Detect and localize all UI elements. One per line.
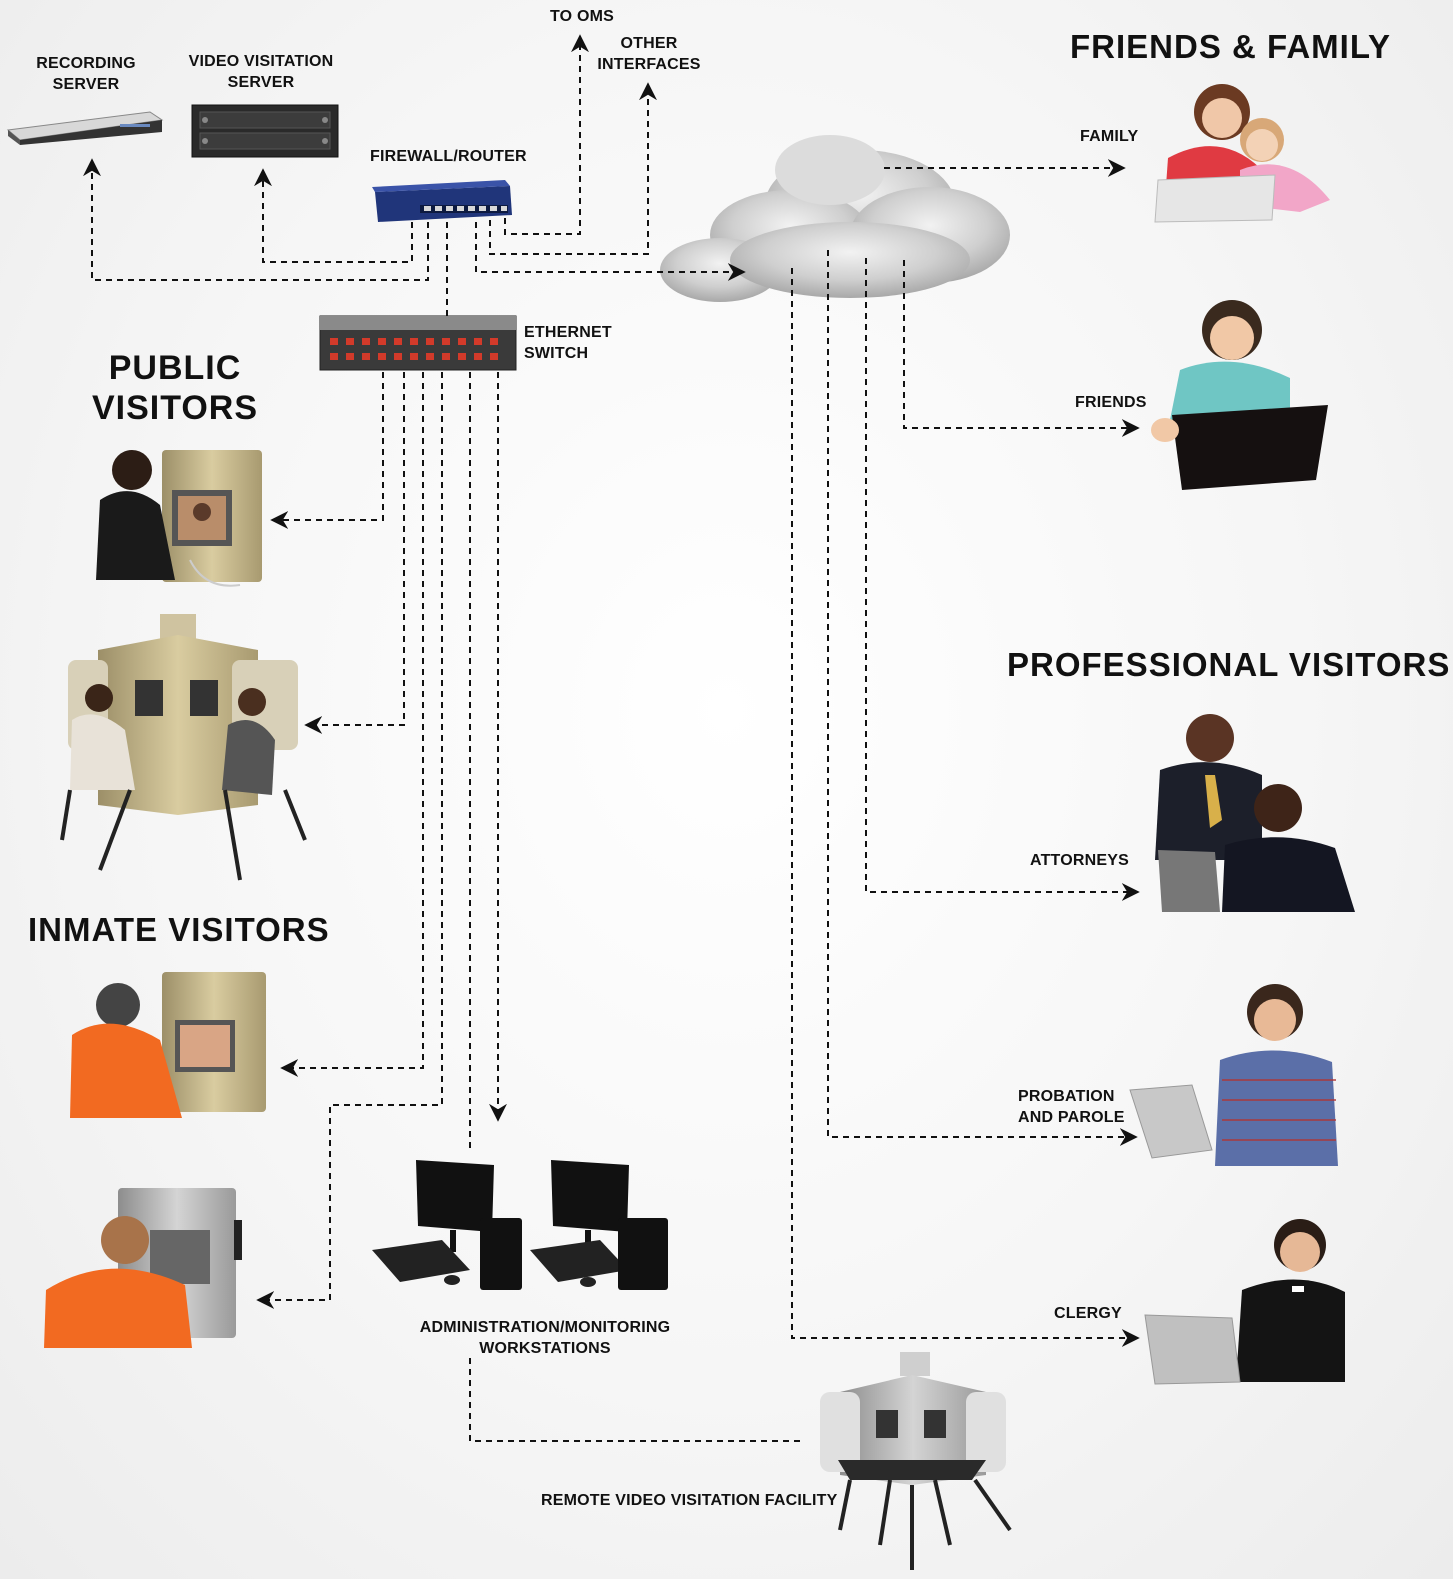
internet-cloud [660, 135, 1010, 302]
probation-parole-photo [1129, 984, 1338, 1166]
friends-family-heading: FRIENDS & FAMILY [1070, 28, 1391, 65]
recording-server-icon [6, 111, 164, 145]
recording-server-label-line1: RECORDING [36, 55, 136, 72]
admin-workstations-label: ADMINISTRATION/MONITORING WORKSTATIONS [400, 1317, 690, 1359]
family-label: FAMILY [1080, 128, 1139, 145]
family-photo [1154, 84, 1330, 223]
remote-facility-label: REMOTE VIDEO VISITATION FACILITY [541, 1492, 838, 1509]
probation-parole-label-line2: AND PAROLE [1018, 1109, 1125, 1126]
other-interfaces-label-line2: INTERFACES [597, 56, 701, 73]
video-visitation-server-label: VIDEO VISITATION SERVER [176, 51, 346, 93]
clergy-photo [1144, 1219, 1345, 1385]
to-oms-label: TO OMS [549, 8, 615, 25]
video-visitation-server-icon [191, 104, 339, 158]
recording-server-label-line2: SERVER [52, 76, 120, 93]
video-visitation-server-label-line1: VIDEO VISITATION [188, 53, 334, 70]
other-interfaces-label-line1: OTHER [620, 35, 678, 52]
ethernet-switch-icon [319, 315, 517, 371]
inmate-visitors-heading: INMATE VISITORS [28, 911, 330, 948]
public-visitors-heading: PUBLIC VISITORS [70, 348, 280, 428]
other-interfaces-label: OTHER INTERFACES [592, 33, 706, 75]
ethernet-switch-label-line1: ETHERNET [524, 324, 612, 341]
firewall-router-label: FIREWALL/ROUTER [370, 148, 527, 165]
firewall-router-icon [372, 180, 512, 222]
ethernet-switch-label-line2: SWITCH [524, 345, 589, 362]
clergy-label: CLERGY [1054, 1305, 1122, 1322]
probation-parole-label-line1: PROBATION [1018, 1088, 1115, 1105]
friends-label: FRIENDS [1075, 394, 1147, 411]
ethernet-switch-label: ETHERNET SWITCH [524, 322, 612, 364]
remote-facility-booth-photo [820, 1352, 1012, 1570]
attorneys-photo [1155, 714, 1355, 912]
professional-visitors-heading: PROFESSIONAL VISITORS [1007, 646, 1451, 683]
inmate-kiosk-photo-2 [44, 1188, 242, 1348]
probation-parole-label: PROBATION AND PAROLE [1018, 1086, 1125, 1128]
friends-photo [1151, 300, 1328, 490]
admin-workstations-label-line1: ADMINISTRATION/MONITORING [419, 1319, 671, 1336]
admin-workstations-photo [372, 1160, 668, 1290]
connectors [83, 34, 1140, 1442]
admin-workstations-label-line2: WORKSTATIONS [479, 1340, 611, 1357]
video-visitation-server-label-line2: SERVER [227, 74, 295, 91]
attorneys-label: ATTORNEYS [1030, 852, 1129, 869]
inmate-kiosk-photo-1 [70, 972, 266, 1118]
public-visitors-heading-line2: VISITORS [91, 389, 259, 427]
recording-server-label: RECORDING SERVER [24, 53, 148, 95]
public-visitors-heading-line1: PUBLIC [108, 349, 242, 387]
public-visitor-kiosk-photo [96, 450, 262, 587]
public-visitation-booth-photo [60, 614, 307, 881]
